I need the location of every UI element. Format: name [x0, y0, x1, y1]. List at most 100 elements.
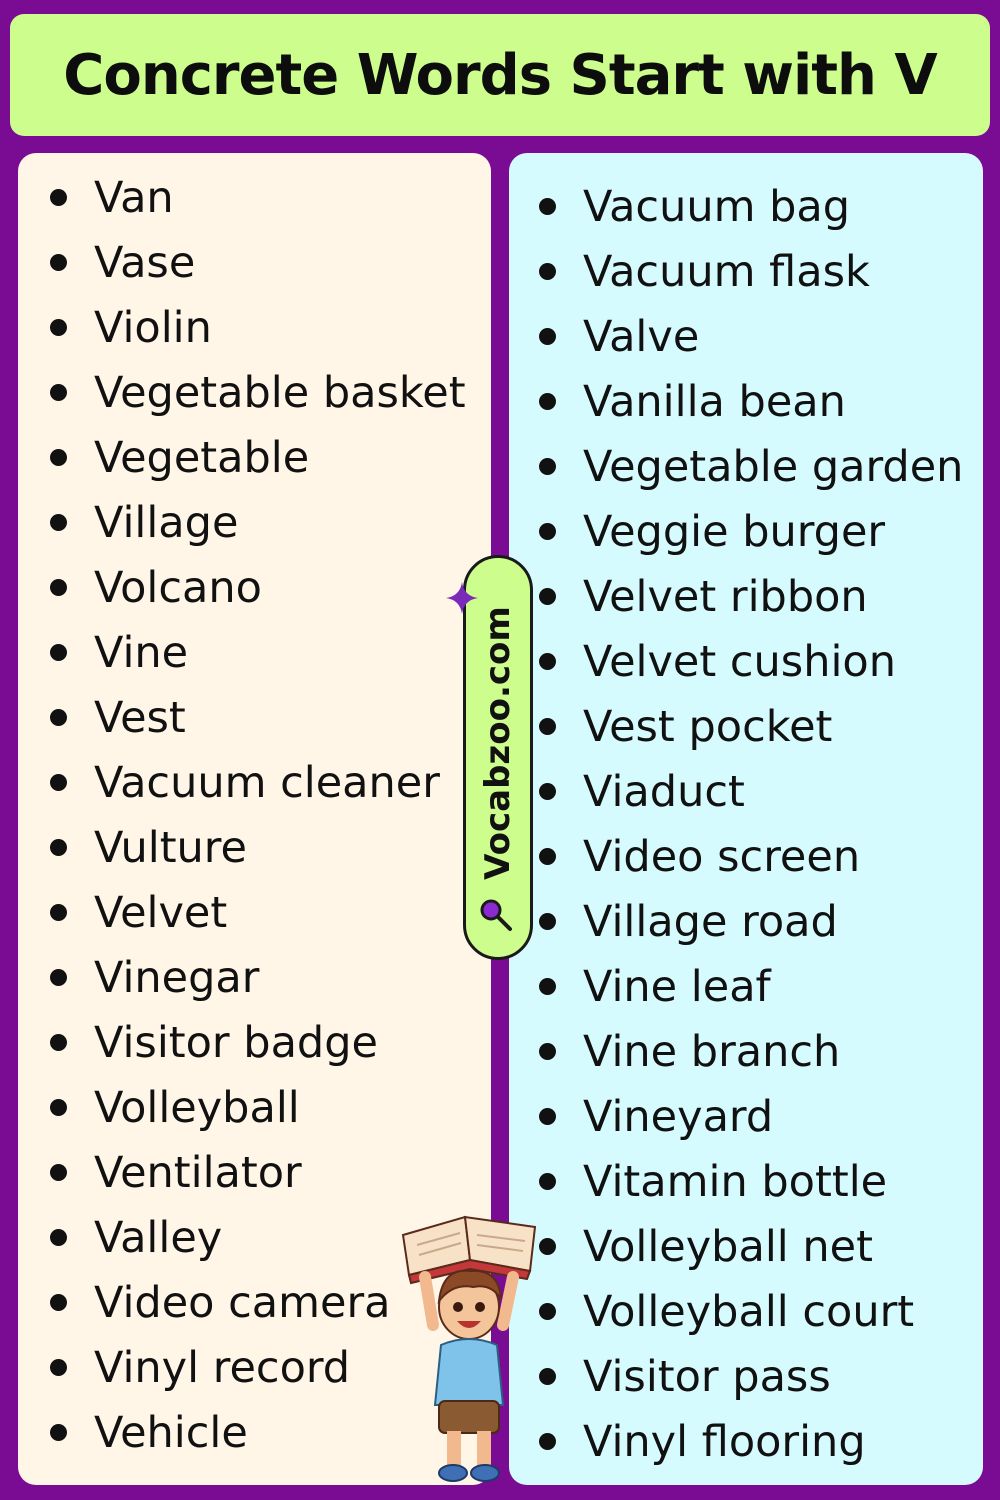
title-bar: Concrete Words Start with V	[10, 14, 990, 136]
right-word-list-item: Visitor pass	[539, 1344, 963, 1409]
word-text: Vanilla bean	[583, 376, 846, 427]
word-text: Viaduct	[583, 766, 745, 817]
word-text: Vest	[94, 692, 186, 743]
magnifier-icon	[480, 899, 512, 931]
word-text: Valve	[583, 311, 700, 362]
right-word-list-item: Vegetable garden	[539, 434, 963, 499]
bullet-icon	[50, 774, 67, 791]
word-text: Village road	[583, 896, 838, 947]
right-word-list-item: Vanilla bean	[539, 369, 963, 434]
left-word-list-item: Video camera	[50, 1270, 466, 1335]
right-word-list-item: Volleyball net	[539, 1214, 963, 1279]
word-text: Video screen	[583, 831, 861, 882]
bullet-icon	[50, 839, 67, 856]
bullet-icon	[539, 848, 556, 865]
word-text: Volleyball	[94, 1082, 300, 1133]
bullet-icon	[50, 1034, 67, 1051]
right-word-list-item: Volleyball court	[539, 1279, 963, 1344]
left-word-list-item: Village	[50, 490, 466, 555]
word-text: Volleyball net	[583, 1221, 873, 1272]
right-word-list-item: Valve	[539, 304, 963, 369]
word-text: Violin	[94, 302, 212, 353]
left-word-list-item: Violin	[50, 295, 466, 360]
left-word-list-item: Vegetable	[50, 425, 466, 490]
word-text: Vacuum bag	[583, 181, 851, 232]
bullet-icon	[539, 393, 556, 410]
bullet-icon	[539, 718, 556, 735]
word-text: Video camera	[94, 1277, 391, 1328]
right-word-list-item: Vacuum flask	[539, 239, 963, 304]
bullet-icon	[50, 449, 67, 466]
bullet-icon	[539, 523, 556, 540]
word-text: Van	[94, 172, 174, 223]
bullet-icon	[539, 783, 556, 800]
right-word-list-item: Village road	[539, 889, 963, 954]
word-text: Vine	[94, 627, 189, 678]
word-text: Vase	[94, 237, 196, 288]
bullet-icon	[50, 709, 67, 726]
bullet-icon	[50, 1359, 67, 1376]
right-word-list-item: Velvet cushion	[539, 629, 963, 694]
left-word-list-item: Vine	[50, 620, 466, 685]
bullet-icon	[539, 1173, 556, 1190]
left-word-list-item: Vulture	[50, 815, 466, 880]
word-text: Velvet cushion	[583, 636, 896, 687]
bullet-icon	[539, 1043, 556, 1060]
bullet-icon	[539, 328, 556, 345]
bullet-icon	[50, 319, 67, 336]
left-word-list-item: Vehicle	[50, 1400, 466, 1465]
word-text: Village	[94, 497, 239, 548]
left-word-list-item: Vest	[50, 685, 466, 750]
word-text: Vehicle	[94, 1407, 248, 1458]
bullet-icon	[539, 458, 556, 475]
word-text: Velvet	[94, 887, 228, 938]
right-word-list-item: Video screen	[539, 824, 963, 889]
word-text: Vegetable garden	[583, 441, 964, 492]
bullet-icon	[50, 904, 67, 921]
left-word-list-item: Vase	[50, 230, 466, 295]
word-text: Vegetable	[94, 432, 310, 483]
sparkle-icon	[446, 582, 478, 614]
bullet-icon	[50, 579, 67, 596]
word-text: Vinyl record	[94, 1342, 351, 1393]
right-word-list-item: Vine leaf	[539, 954, 963, 1019]
left-word-list-item: Vegetable basket	[50, 360, 466, 425]
word-text: Vinegar	[94, 952, 260, 1003]
right-word-list-item: Velvet ribbon	[539, 564, 963, 629]
bullet-icon	[539, 1238, 556, 1255]
left-word-list-item: Valley	[50, 1205, 466, 1270]
word-text: Vest pocket	[583, 701, 833, 752]
bullet-icon	[539, 588, 556, 605]
watermark-badge: Vocabzoo.com	[463, 555, 533, 960]
word-text: Volcano	[94, 562, 262, 613]
word-text: Vinyl flooring	[583, 1416, 866, 1467]
bullet-icon	[539, 1433, 556, 1450]
right-word-list-item: Vacuum bag	[539, 174, 963, 239]
left-word-list-item: Ventilator	[50, 1140, 466, 1205]
word-text: Valley	[94, 1212, 223, 1263]
left-word-list-item: Vinyl record	[50, 1335, 466, 1400]
word-text: Visitor badge	[94, 1017, 378, 1068]
right-word-list-item: Viaduct	[539, 759, 963, 824]
bullet-icon	[50, 1099, 67, 1116]
word-text: Vineyard	[583, 1091, 774, 1142]
word-text: Vine branch	[583, 1026, 841, 1077]
page-title: Concrete Words Start with V	[63, 42, 937, 108]
left-word-list-item: Vacuum cleaner	[50, 750, 466, 815]
left-word-list-item: Van	[50, 165, 466, 230]
bullet-icon	[539, 653, 556, 670]
word-text: Visitor pass	[583, 1351, 831, 1402]
watermark-text: Vocabzoo.com	[478, 606, 518, 880]
bullet-icon	[50, 384, 67, 401]
bullet-icon	[50, 969, 67, 986]
right-word-list-item: Vinyl flooring	[539, 1409, 963, 1474]
bullet-icon	[539, 1108, 556, 1125]
bullet-icon	[50, 514, 67, 531]
bullet-icon	[50, 254, 67, 271]
right-word-list-item: Vine branch	[539, 1019, 963, 1084]
right-word-list-item: Veggie burger	[539, 499, 963, 564]
word-text: Vacuum flask	[583, 246, 870, 297]
